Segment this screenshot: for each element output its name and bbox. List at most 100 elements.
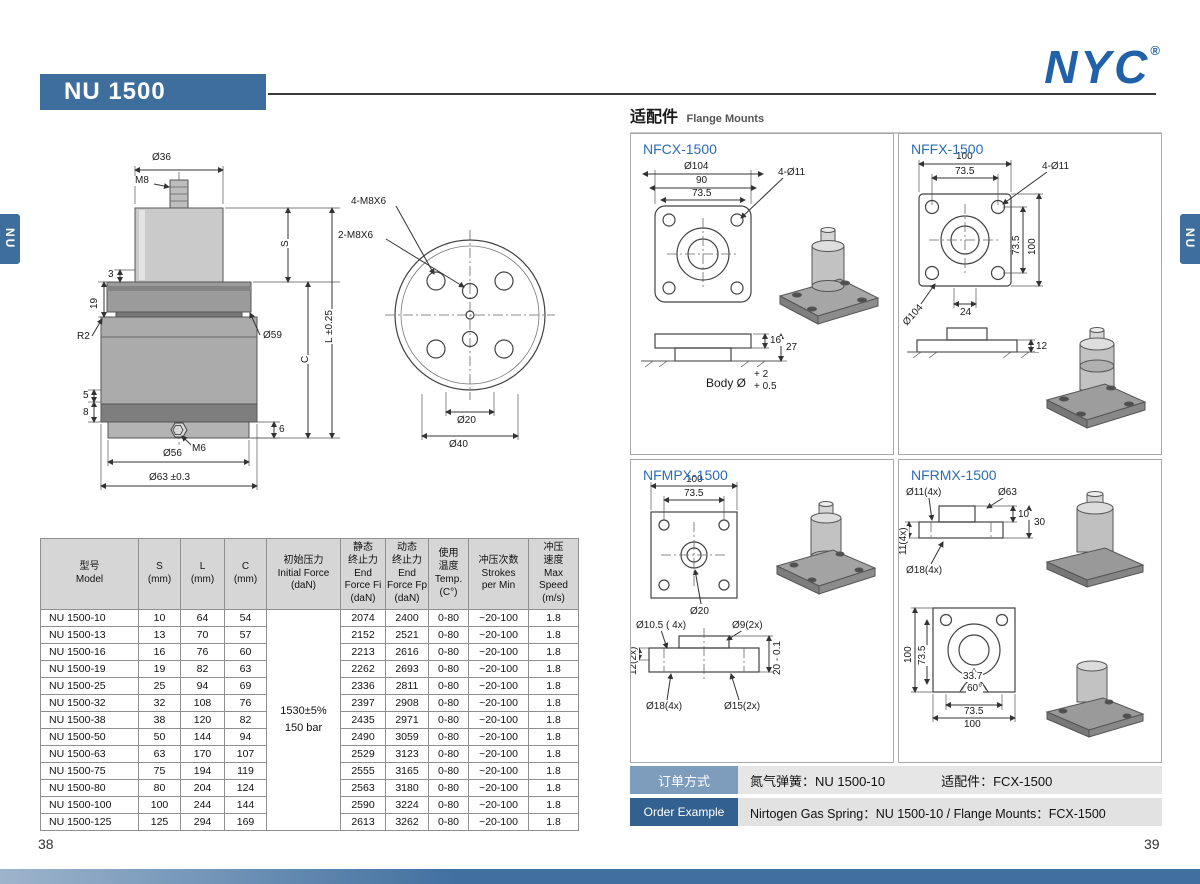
dim-label: Ø36 <box>151 152 172 163</box>
dim-label: 2-M8X6 <box>337 230 375 241</box>
value-cell: 0-80 <box>428 710 469 729</box>
order-row-en: Order Example Nirtogen Gas Spring：NU 150… <box>630 798 1162 826</box>
value-cell: 1.8 <box>528 642 579 661</box>
order-content-en: Nirtogen Gas Spring：NU 1500-10 / Flange … <box>738 798 1162 826</box>
value-cell: 1.8 <box>528 693 579 712</box>
dim-label: 100 <box>963 719 982 730</box>
value-cell: 57 <box>224 625 267 644</box>
dim-label: Ø10.5 ( 4x) <box>635 620 688 631</box>
page-title: NU 1500 <box>40 74 266 110</box>
dim-label: 73.5 <box>954 166 976 177</box>
value-cell: 0-80 <box>428 676 469 695</box>
dim-label: 6 <box>278 424 286 435</box>
value-cell: 38 <box>138 710 181 729</box>
dim-label: 10 <box>1017 509 1031 520</box>
value-cell: 2811 <box>385 676 429 695</box>
value-cell: 16 <box>138 642 181 661</box>
dim-label: 20 - 0.1 <box>772 640 783 676</box>
model-cell: NU 1500-19 <box>40 659 139 678</box>
value-cell: ~20-100 <box>468 659 529 678</box>
value-cell: 10 <box>138 608 181 627</box>
model-cell: NU 1500-16 <box>40 642 139 661</box>
value-cell: 0-80 <box>428 625 469 644</box>
dim-label: 73.5 <box>683 488 705 499</box>
dim-label: Ø63 <box>997 487 1018 498</box>
spec-table: 型号 Model S (mm) L (mm) C (mm) 初始压力 Initi… <box>40 538 579 831</box>
flange-drawing-svg <box>905 491 1145 738</box>
value-cell: 1.8 <box>528 676 579 695</box>
value-cell: 2400 <box>385 608 429 627</box>
dim-label: M8 <box>134 175 150 186</box>
dim-label: C <box>300 354 311 364</box>
value-cell: 108 <box>180 693 225 712</box>
order-row-cn: 订单方式 氮气弹簧：NU 1500-10 适配件：FCX-1500 <box>630 766 1162 794</box>
value-cell: 2152 <box>340 625 386 644</box>
flange-panel-grid: NFCX-1500 <box>630 133 1162 763</box>
value-cell: 124 <box>224 778 267 797</box>
value-cell: 82 <box>224 710 267 729</box>
dim-label: 30 <box>1033 517 1047 528</box>
value-cell: 1.8 <box>528 659 579 678</box>
flange-drawing-svg <box>641 170 880 368</box>
order-label-cn: 订单方式 <box>630 766 738 794</box>
value-cell: 2074 <box>340 608 386 627</box>
dim-label: 12(2x) <box>630 645 639 676</box>
value-cell: 19 <box>138 659 181 678</box>
order-example-box: 订单方式 氮气弹簧：NU 1500-10 适配件：FCX-1500 Order … <box>630 766 1162 830</box>
column-header: 冲压次数 Strokes per Min <box>468 538 529 610</box>
flange-title-en: Flange Mounts <box>686 113 765 125</box>
dim-label: 90 <box>695 175 709 186</box>
bottom-bar <box>0 869 1200 884</box>
column-header: 使用 温度 Temp. (C°) <box>428 538 469 610</box>
page-number-right: 39 <box>1144 836 1160 852</box>
value-cell: 3262 <box>385 812 429 831</box>
value-cell: 69 <box>224 676 267 695</box>
dim-label: M6 <box>191 443 207 454</box>
value-cell: 0-80 <box>428 659 469 678</box>
dim-label: 4-Ø11 <box>777 167 807 178</box>
dim-label: 3 <box>107 269 115 280</box>
dim-label: Ø15(2x) <box>723 701 762 712</box>
value-cell: 54 <box>224 608 267 627</box>
value-cell: 2213 <box>340 642 386 661</box>
column-header: 初始压力 Initial Force (daN) <box>266 538 341 610</box>
dim-label: Ø9(2x) <box>731 620 764 631</box>
dim-label: R2 <box>76 331 91 342</box>
value-cell: 0-80 <box>428 795 469 814</box>
value-cell: 2397 <box>340 693 386 712</box>
dim-label: + 0.5 <box>753 381 778 392</box>
value-cell: 3123 <box>385 744 429 763</box>
value-cell: 1.8 <box>528 727 579 746</box>
value-cell: 2693 <box>385 659 429 678</box>
dim-label: L ±0.25 <box>324 309 335 344</box>
value-cell: 63 <box>138 744 181 763</box>
value-cell: 3180 <box>385 778 429 797</box>
dim-label: Ø104 <box>683 161 710 172</box>
panel-title: NFMPX-1500 <box>643 467 728 483</box>
dim-label: Ø40 <box>448 439 469 450</box>
value-cell: 2336 <box>340 676 386 695</box>
flange-drawing-svg <box>907 160 1147 429</box>
value-cell: 50 <box>138 727 181 746</box>
value-cell: ~20-100 <box>468 812 529 831</box>
side-tab-right: NU <box>1180 214 1200 264</box>
value-cell: 80 <box>138 778 181 797</box>
model-cell: NU 1500-38 <box>40 710 139 729</box>
value-cell: ~20-100 <box>468 676 529 695</box>
value-cell: 2971 <box>385 710 429 729</box>
value-cell: 2613 <box>340 812 386 831</box>
value-cell: 3165 <box>385 761 429 780</box>
dim-label: Ø20 <box>456 415 477 426</box>
dim-label: 4-M8X6 <box>350 196 388 207</box>
page-number-left: 38 <box>38 836 54 852</box>
value-cell: 3059 <box>385 727 429 746</box>
value-cell: ~20-100 <box>468 778 529 797</box>
value-cell: 1.8 <box>528 608 579 627</box>
value-cell: 1.8 <box>528 812 579 831</box>
